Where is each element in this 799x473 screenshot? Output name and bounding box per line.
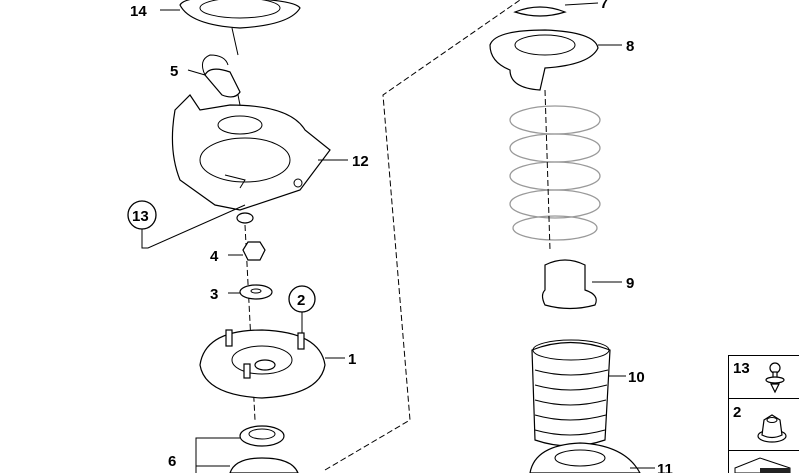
part-5-sensor bbox=[201, 54, 241, 106]
callout-6: 6 bbox=[168, 453, 176, 470]
leader-line-13 bbox=[141, 204, 246, 249]
part-12-strut-tower bbox=[171, 94, 331, 211]
callout-12: 12 bbox=[352, 153, 369, 170]
callout-4: 4 bbox=[210, 248, 219, 265]
callout-3: 3 bbox=[210, 286, 218, 303]
part-7-cap bbox=[513, 6, 567, 17]
arrow-icon bbox=[734, 457, 791, 473]
callout-9: 9 bbox=[626, 275, 634, 292]
legend-panel-frame bbox=[728, 355, 799, 473]
assembly-connector-dashed-line bbox=[324, 0, 521, 471]
leader-line-5 bbox=[187, 69, 206, 76]
callout-13: 13 bbox=[132, 208, 149, 225]
part-4-nut bbox=[242, 241, 266, 261]
part-9-bump-stop bbox=[541, 259, 597, 310]
callout-1: 1 bbox=[348, 351, 356, 368]
callout-2: 2 bbox=[297, 292, 305, 309]
callout-5: 5 bbox=[170, 63, 178, 80]
legend-label-2: 2 bbox=[733, 404, 741, 421]
callout-11: 11 bbox=[657, 461, 673, 473]
callout-13-circle: 13 bbox=[127, 200, 157, 230]
part-13-clip bbox=[236, 212, 254, 224]
part-11-lower-seat bbox=[529, 442, 641, 473]
coil-spring bbox=[509, 105, 601, 241]
part-6-bearing bbox=[229, 425, 299, 473]
part-8-spring-seat bbox=[489, 29, 599, 91]
spring-axis-dashed-line bbox=[544, 89, 551, 251]
part-1-strut-mount bbox=[199, 329, 326, 399]
legend-label-13: 13 bbox=[733, 360, 750, 377]
part-14-cover bbox=[179, 0, 301, 29]
leader-bracket-6 bbox=[195, 437, 240, 473]
callout-10: 10 bbox=[628, 369, 645, 386]
connector-line bbox=[231, 27, 239, 56]
callout-14: 14 bbox=[130, 3, 147, 20]
part-3-washer bbox=[239, 284, 273, 300]
legend-panel: 13 2 bbox=[728, 355, 799, 473]
leader-line-7 bbox=[564, 2, 599, 6]
callout-2-circle: 2 bbox=[288, 285, 316, 313]
callout-7: 7 bbox=[600, 0, 608, 12]
hex-nut-icon bbox=[757, 414, 787, 443]
part-10-dust-boot bbox=[531, 339, 611, 447]
clip-rivet-icon bbox=[765, 362, 785, 394]
callout-8: 8 bbox=[626, 38, 634, 55]
